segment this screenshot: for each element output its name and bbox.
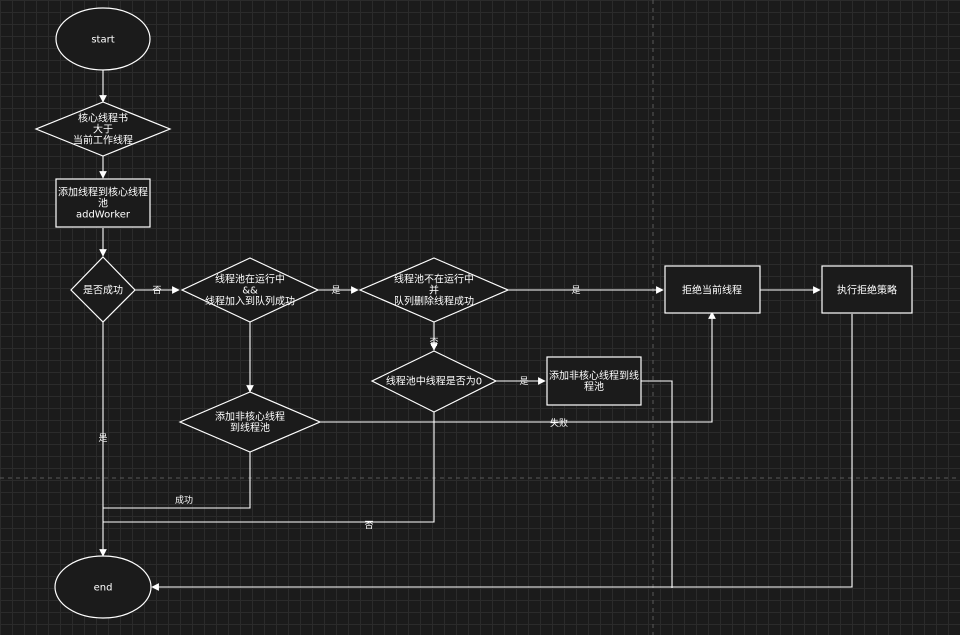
node-check-core-label: 核心线程书大于当前工作线程	[73, 112, 133, 147]
node-label-line: 核心线程书	[78, 112, 128, 125]
node-label-line: 队列删除线程成功	[394, 295, 474, 308]
edge-add-noncore-1-to-end[interactable]	[641, 380, 673, 588]
edge-label-success: 成功	[175, 494, 193, 506]
edge-label-yes-3: 是	[519, 376, 528, 387]
edge-label-no-2: 否	[429, 337, 438, 348]
node-add-noncore-1-label: 添加非核心线程到线程池	[549, 369, 639, 393]
node-label-line: 线程池在运行中	[215, 273, 285, 286]
edge-add-noncore-2-success-to-end[interactable]	[103, 452, 251, 509]
edge-labels: 否 是 是 否 是 失败 是 成功 否	[98, 285, 580, 531]
edge-label-no-3: 否	[364, 520, 373, 531]
node-label-line: 线程池不在运行中	[394, 273, 474, 286]
node-label-line: 线程池中线程是否为0	[386, 375, 482, 388]
node-label-line: 程池	[584, 380, 604, 393]
node-add-noncore-1[interactable]: 添加非核心线程到线程池	[546, 356, 642, 406]
node-label-line: 线程加入到队列成功	[205, 295, 295, 308]
node-label-line: 池	[98, 197, 108, 210]
node-pool-running[interactable]: 线程池在运行中&&线程加入到队列成功	[180, 257, 320, 323]
node-reject-policy[interactable]: 执行拒绝策略	[821, 265, 913, 314]
node-reject-thread[interactable]: 拒绝当前线程	[664, 265, 761, 314]
node-pool-running-label: 线程池在运行中&&线程加入到队列成功	[205, 273, 295, 308]
edge-label-no-1: 否	[152, 285, 161, 296]
node-label-line: 添加非核心线程到线	[549, 369, 639, 382]
node-reject-policy-label: 执行拒绝策略	[837, 284, 897, 297]
node-start-label: start	[91, 35, 114, 46]
edge-add-noncore-2-fail-to-reject[interactable]	[320, 311, 716, 423]
node-is-success[interactable]: 是否成功	[70, 256, 136, 323]
node-pool-zero[interactable]: 线程池中线程是否为0	[370, 350, 498, 413]
node-is-success-label: 是否成功	[83, 285, 123, 297]
node-label-line: end	[94, 583, 113, 594]
node-label-line: 当前工作线程	[73, 134, 133, 147]
node-end[interactable]: end	[54, 555, 152, 619]
node-label-line: 添加线程到核心线程	[58, 186, 148, 199]
node-check-core[interactable]: 核心线程书大于当前工作线程	[34, 101, 172, 157]
edge-policy-to-end[interactable]	[151, 314, 853, 591]
node-label-line: 执行拒绝策略	[837, 284, 897, 297]
node-pool-not-running-label: 线程池不在运行中并队列删除线程成功	[394, 273, 474, 308]
node-label-line: 并	[429, 284, 439, 297]
node-label-line: &&	[242, 286, 258, 297]
edge-label-yes-1: 是	[331, 285, 340, 296]
edge-label-yes-4: 是	[98, 433, 107, 444]
node-label-line: start	[91, 35, 114, 46]
node-start[interactable]: start	[55, 7, 151, 71]
node-reject-thread-label: 拒绝当前线程	[682, 284, 742, 297]
node-end-label: end	[94, 583, 113, 594]
node-pool-zero-label: 线程池中线程是否为0	[386, 375, 482, 388]
edge-pool-zero-no-to-end[interactable]	[103, 412, 435, 523]
node-label-line: 大于	[93, 123, 113, 136]
node-label-line: 是否成功	[83, 285, 123, 297]
edge-label-yes-2: 是	[571, 285, 580, 296]
node-label-line: 拒绝当前线程	[682, 284, 742, 297]
node-add-noncore-2[interactable]: 添加非核心线程到线程池	[178, 391, 322, 453]
node-pool-not-running[interactable]: 线程池不在运行中并队列删除线程成功	[358, 257, 510, 323]
node-add-noncore-2-label: 添加非核心线程到线程池	[215, 410, 285, 434]
node-label-line: 到线程池	[230, 421, 270, 434]
edge-label-fail: 失败	[550, 417, 568, 429]
node-label-line: 添加非核心线程	[215, 410, 285, 423]
edges	[99, 70, 853, 591]
node-label-line: addWorker	[76, 210, 131, 221]
